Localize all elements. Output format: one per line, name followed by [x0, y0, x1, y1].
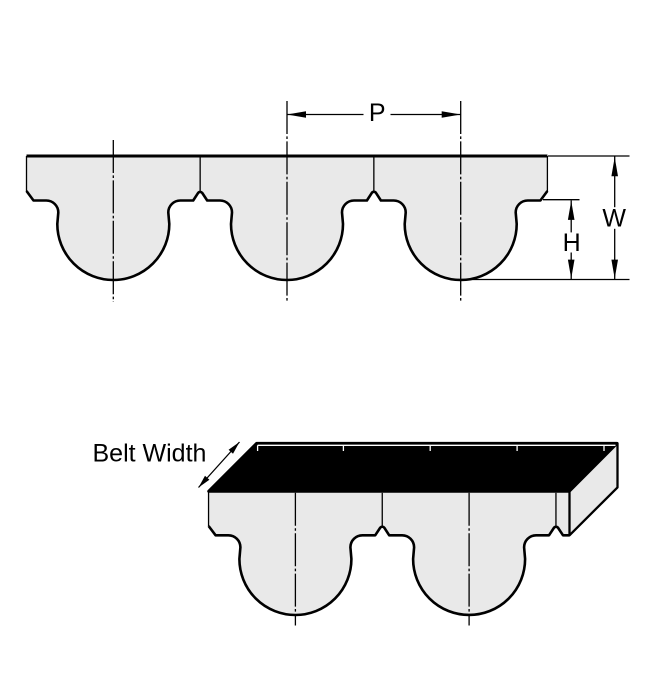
- svg-text:H: H: [563, 229, 581, 257]
- svg-text:Belt Width: Belt Width: [93, 440, 207, 468]
- svg-text:P: P: [369, 99, 386, 127]
- svg-text:W: W: [602, 205, 626, 233]
